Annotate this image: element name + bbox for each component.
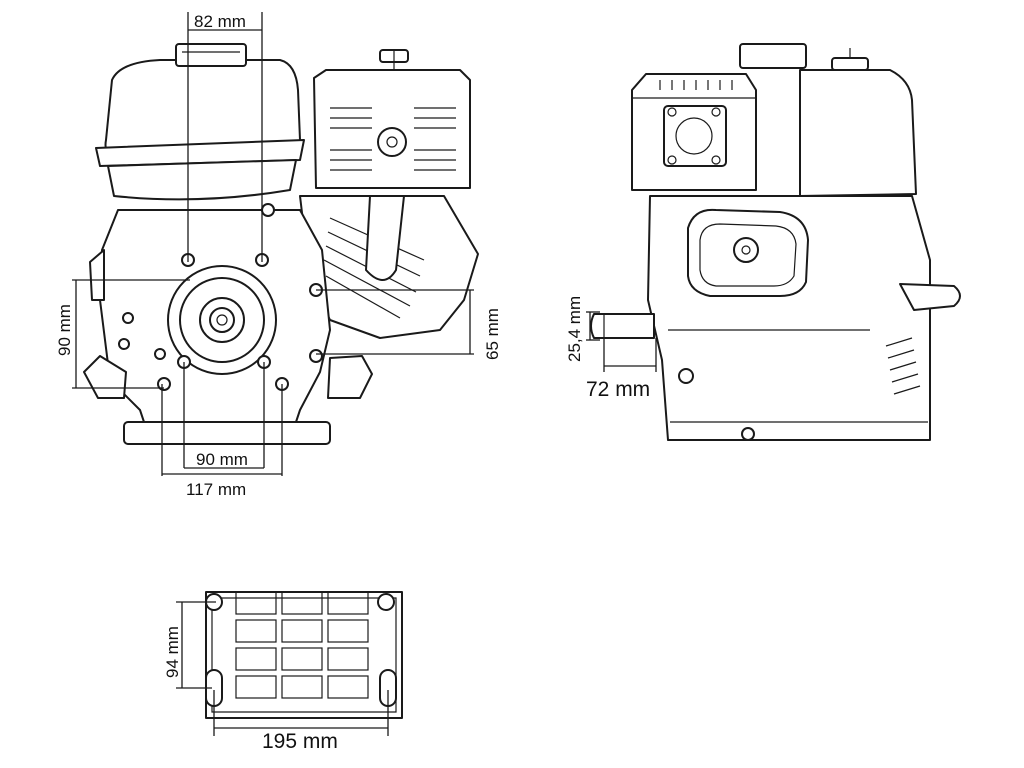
dim-side-shaft-diameter: 25,4 mm bbox=[565, 296, 584, 362]
side-air-vents bbox=[659, 80, 733, 90]
side-dimension-lines bbox=[586, 311, 657, 372]
dim-front-top-width: 82 mm bbox=[194, 12, 246, 31]
engine-side-view bbox=[590, 43, 961, 441]
dim-front-base-width: 117 mm bbox=[186, 480, 246, 499]
front-dimension-lines bbox=[72, 12, 474, 476]
dim-front-right-height: 65 mm bbox=[483, 308, 502, 360]
dim-base-width: 195 mm bbox=[262, 730, 338, 753]
dim-base-depth: 94 mm bbox=[163, 626, 182, 678]
base-dimension-lines bbox=[176, 601, 389, 736]
dim-front-bolt-spacing: 90 mm bbox=[196, 450, 248, 469]
air-cleaner-vents bbox=[330, 107, 456, 171]
dim-side-shaft-length: 72 mm bbox=[586, 378, 650, 401]
engine-front-view bbox=[83, 43, 479, 445]
front-flange bbox=[167, 265, 277, 375]
engine-base-view bbox=[205, 591, 403, 719]
side-grill bbox=[885, 337, 921, 395]
dim-front-left-height: 90 mm bbox=[55, 304, 74, 356]
base-ribs bbox=[235, 591, 369, 699]
